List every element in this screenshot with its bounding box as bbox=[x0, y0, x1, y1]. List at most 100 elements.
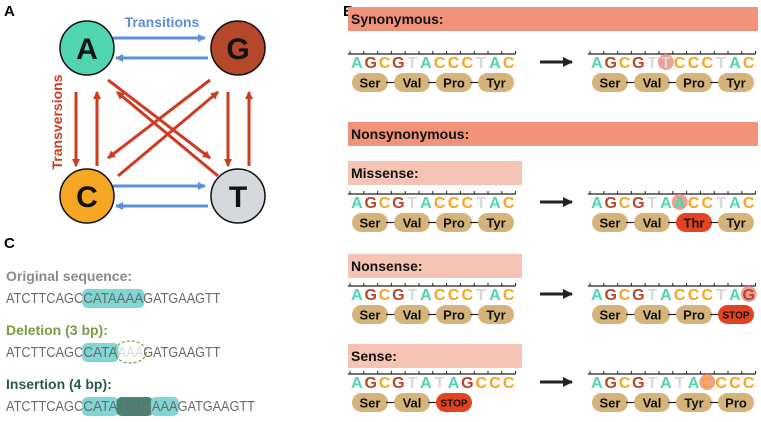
nonsense-mutated-base: A bbox=[729, 287, 741, 304]
missense-original-amino-pill bbox=[436, 213, 472, 232]
missense-original-amino-label: Ser bbox=[360, 216, 381, 231]
missense-mutated-base: A bbox=[729, 195, 741, 212]
synonymous-original-base: C bbox=[448, 55, 460, 72]
deletion-sequence-segment: ATCTTCAGC bbox=[6, 345, 83, 361]
node-t-label: T bbox=[229, 181, 247, 214]
nonsense-original-base: A bbox=[489, 287, 501, 304]
synonymous-mutated-base: T bbox=[647, 55, 657, 72]
synonymous-original-amino-pill bbox=[478, 73, 514, 92]
missense-mutated-base: C bbox=[702, 195, 714, 212]
synonymous-original-base: C bbox=[503, 55, 515, 72]
sense-original-base: A bbox=[351, 375, 363, 392]
transitions-label: Transitions bbox=[125, 14, 200, 30]
deletion-title: Deletion (3 bp): bbox=[6, 322, 108, 338]
synonymous-original-amino-label: Tyr bbox=[486, 76, 505, 91]
synonymous-original-amino-label: Val bbox=[403, 76, 422, 91]
synonymous-mutated-amino-pill bbox=[592, 73, 628, 92]
original-sequence-segment-highlight bbox=[82, 289, 145, 308]
sense-mutated-base: C bbox=[702, 375, 714, 392]
sense-mutated-base: A bbox=[688, 375, 700, 392]
synonymous-original-base: C bbox=[379, 55, 391, 72]
sense-bar bbox=[348, 344, 522, 368]
sense-original-amino-pill bbox=[436, 393, 472, 412]
nonsense-mutated-amino-pill bbox=[592, 305, 628, 324]
synonymous-mutated-base: C bbox=[743, 55, 755, 72]
sense-mutated-amino-label: Val bbox=[643, 396, 662, 411]
synonymous-mutated-base: A bbox=[591, 55, 603, 72]
missense-mutated-base: A bbox=[660, 195, 672, 212]
sense-mutated-amino-label: Ser bbox=[600, 396, 621, 411]
sense-mutated-base: C bbox=[619, 375, 631, 392]
nonsense-mutated-amino-label: Ser bbox=[600, 308, 621, 323]
sense-mutated-base: A bbox=[591, 375, 603, 392]
missense-mutated-amino-pill bbox=[718, 213, 754, 232]
sense-original-base: A bbox=[448, 375, 460, 392]
sense-mutated-base: G bbox=[632, 375, 644, 392]
sense-original-base: C bbox=[475, 375, 487, 392]
missense-original-base: T bbox=[407, 195, 417, 212]
insertion-sequence-segment: TGTG bbox=[118, 399, 152, 415]
missense-original-amino-pill bbox=[394, 213, 430, 232]
nonsense-original-base: A bbox=[420, 287, 432, 304]
sense-original-base: G bbox=[364, 375, 376, 392]
sense-mutated-amino-pill bbox=[634, 393, 670, 412]
synonymous-original-base: T bbox=[407, 55, 417, 72]
synonymous-original-base: A bbox=[351, 55, 363, 72]
sense-mutated-amino-pill bbox=[592, 393, 628, 412]
missense-title: Missense: bbox=[351, 165, 419, 181]
synonymous-mutated-base: T bbox=[716, 55, 726, 72]
synonymous-mutated-amino-label: Val bbox=[643, 76, 662, 91]
missense-bar bbox=[348, 161, 522, 185]
nonsense-mutated-base: A bbox=[660, 287, 672, 304]
original-sequence-segment: ATCTTCAGC bbox=[6, 291, 83, 307]
synonymous-mutated-base: G bbox=[604, 55, 616, 72]
sense-original-amino-label: Ser bbox=[360, 396, 381, 411]
nonsense-mutated-base: G bbox=[742, 287, 754, 304]
nonsense-mutated-amino-label: Pro bbox=[683, 308, 705, 323]
nonsense-original-base: C bbox=[434, 287, 446, 304]
synonymous-mutated-base: C bbox=[619, 55, 631, 72]
sense-original-base: C bbox=[489, 375, 501, 392]
deletion-sequence-segment: CATA bbox=[83, 345, 118, 361]
panel-label-a: A bbox=[4, 3, 15, 20]
sense-original-base: C bbox=[503, 375, 515, 392]
nonsense-original-base: C bbox=[379, 287, 391, 304]
synonymous-original-amino-label: Pro bbox=[443, 76, 465, 91]
synonymous-mutated-base: T bbox=[661, 55, 671, 72]
original-sequence-segment: CATAAAA bbox=[83, 291, 143, 307]
panel-label-c: C bbox=[4, 235, 15, 252]
synonymous-original-base: A bbox=[489, 55, 501, 72]
nonsynonymous-title: Nonsynonymous: bbox=[351, 126, 469, 142]
synonymous-mutated-base: C bbox=[688, 55, 700, 72]
missense-mutated-amino-label: Tyr bbox=[726, 216, 745, 231]
missense-original-base: C bbox=[503, 195, 515, 212]
nonsense-mutated-base: C bbox=[619, 287, 631, 304]
sense-original-amino-label: STOP bbox=[440, 399, 467, 410]
missense-original-base: C bbox=[448, 195, 460, 212]
insertion-sequence-segment: ATCTTCAGC bbox=[6, 399, 83, 415]
synonymous-mutated-amino-label: Tyr bbox=[726, 76, 745, 91]
missense-original-base: G bbox=[392, 195, 404, 212]
synonymous-original-base: A bbox=[420, 55, 432, 72]
nonsense-mutated-base: C bbox=[688, 287, 700, 304]
synonymous-mutated-amino-label: Ser bbox=[600, 76, 621, 91]
sense-original-amino-label: Val bbox=[403, 396, 422, 411]
node-c-label: C bbox=[76, 181, 98, 214]
synonymous-original-base: C bbox=[462, 55, 474, 72]
synonymous-original-amino-pill bbox=[394, 73, 430, 92]
nonsense-original-base: G bbox=[392, 287, 404, 304]
deletion-sequence-segment: AAA bbox=[118, 345, 144, 361]
missense-original-amino-pill bbox=[352, 213, 388, 232]
transversions-label: Transversions bbox=[49, 74, 65, 169]
synonymous-bar bbox=[348, 7, 758, 31]
nonsense-original-amino-label: Val bbox=[403, 308, 422, 323]
missense-mutated-amino-label: Val bbox=[643, 216, 662, 231]
missense-mutated-base: C bbox=[619, 195, 631, 212]
